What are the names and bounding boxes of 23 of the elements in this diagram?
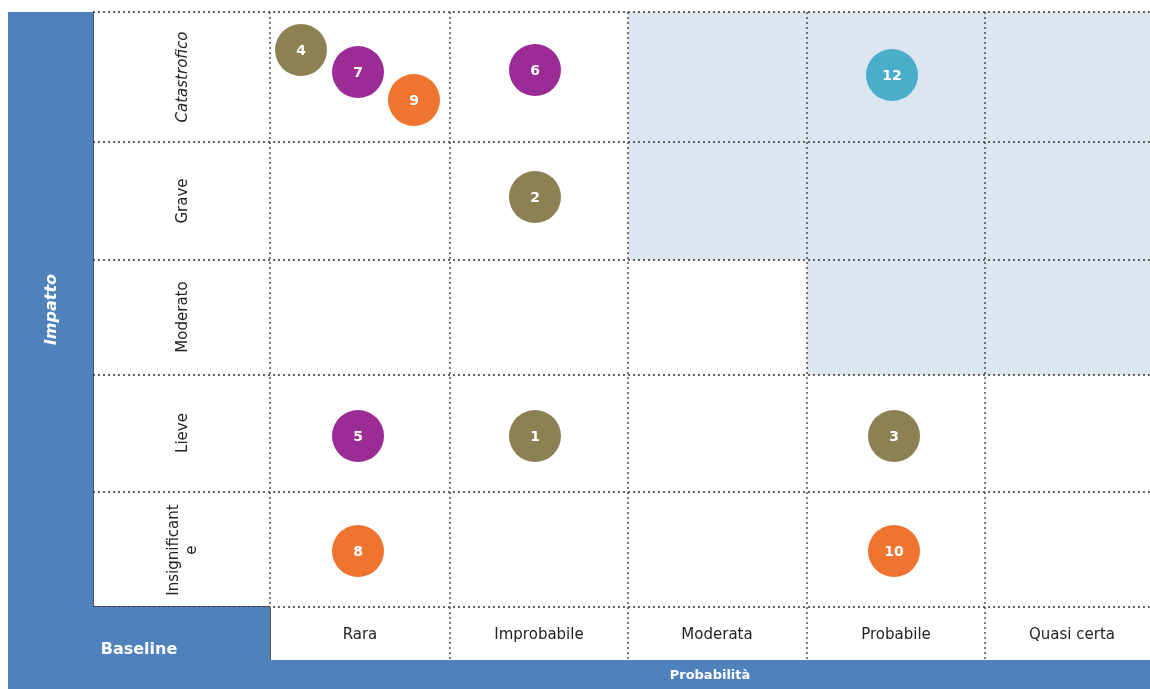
column-label: Probabile [861, 625, 931, 643]
column-label: Quasi certa [1029, 625, 1115, 643]
risk-marker: 3 [868, 410, 920, 462]
risk-marker: 6 [509, 44, 561, 96]
column-label: Moderata [681, 625, 753, 643]
column-label: Rara [342, 625, 378, 643]
row-label: Catastrofico [173, 31, 191, 123]
risk-marker: 8 [332, 525, 384, 577]
risk-marker: 7 [332, 46, 384, 98]
risk-marker: 4 [275, 24, 327, 76]
axis-title: Impatto [41, 273, 60, 346]
row-label: Grave [173, 178, 191, 224]
column-label: Improbabile [494, 625, 584, 643]
row-label: Insignificante [164, 504, 200, 596]
risk-marker: 2 [509, 171, 561, 223]
row-label: Moderato [173, 281, 191, 353]
risk-marker: 10 [868, 525, 920, 577]
risk-marker: 1 [509, 410, 561, 462]
row-label: Lieve [173, 413, 191, 453]
risk-marker: 5 [332, 410, 384, 462]
risk-marker: 9 [388, 74, 440, 126]
row-header: Baseline [8, 607, 270, 689]
axis-title: Probabilità [270, 660, 1150, 689]
